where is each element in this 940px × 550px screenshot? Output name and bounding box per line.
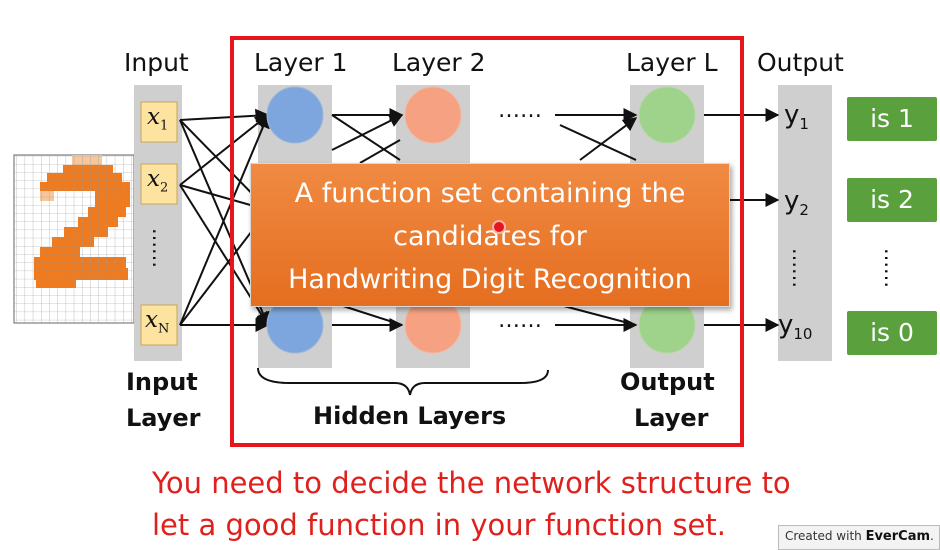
digit-image <box>13 154 135 324</box>
evercam-watermark: Created with EverCam. <box>778 525 940 550</box>
input-symbol-1: x1 <box>147 104 169 134</box>
output-vertical-dots: …… <box>788 248 812 288</box>
class-label-1: is 1 <box>847 97 937 141</box>
hidden-layers-brace <box>257 367 549 396</box>
ellipsis-top: …… <box>498 98 542 123</box>
callout-line-1: A function set containing the <box>294 178 686 209</box>
input-header: Input <box>124 48 189 77</box>
layerL-header: Layer L <box>626 48 718 77</box>
layer1-neurons <box>266 86 324 354</box>
input-boxes <box>140 101 178 346</box>
hidden-layers-label: Hidden Layers <box>313 402 507 430</box>
message-line-1: You need to decide the network structure… <box>152 466 791 500</box>
class-vertical-dots: …… <box>880 248 904 288</box>
layerL-neuron-top <box>638 86 696 144</box>
class-label-0: is 0 <box>847 311 937 355</box>
output-symbol-2: y2 <box>784 186 809 220</box>
function-set-callout: A function set containing the candidates… <box>250 163 730 307</box>
input-box-n <box>140 304 178 346</box>
output-symbol-1: y1 <box>784 100 809 134</box>
input-vertical-dots: …… <box>148 228 172 268</box>
output-header: Output <box>757 48 844 77</box>
callout-line-2: candidates for <box>393 221 587 252</box>
layer1-neuron-top <box>266 86 324 144</box>
output-layer-label-line1: Output <box>620 368 715 396</box>
input-box-1 <box>140 101 178 143</box>
ellipsis-bottom: …… <box>498 308 542 333</box>
pointer-dot-icon <box>492 220 506 234</box>
hidden-layers-frame <box>230 36 744 447</box>
input-symbol-2: x2 <box>147 166 169 196</box>
callout-line-3: Handwriting Digit Recognition <box>288 264 692 295</box>
message-line-2: let a good function in your function set… <box>152 508 726 542</box>
layer2-neurons <box>404 86 462 354</box>
input-symbol-n: xN <box>145 307 170 337</box>
layer2-neuron-top <box>404 86 462 144</box>
layer2-header: Layer 2 <box>392 48 486 77</box>
class-label-2: is 2 <box>847 178 937 222</box>
input-layer-label-line1: Input <box>126 368 198 396</box>
layer1-header: Layer 1 <box>254 48 348 77</box>
output-layer-label-line2: Layer <box>634 404 709 432</box>
output-column <box>778 85 832 361</box>
layerL-neurons <box>638 86 696 354</box>
output-symbol-10: y10 <box>778 310 813 344</box>
input-layer-label-line2: Layer <box>126 404 201 432</box>
input-box-2 <box>140 163 178 205</box>
